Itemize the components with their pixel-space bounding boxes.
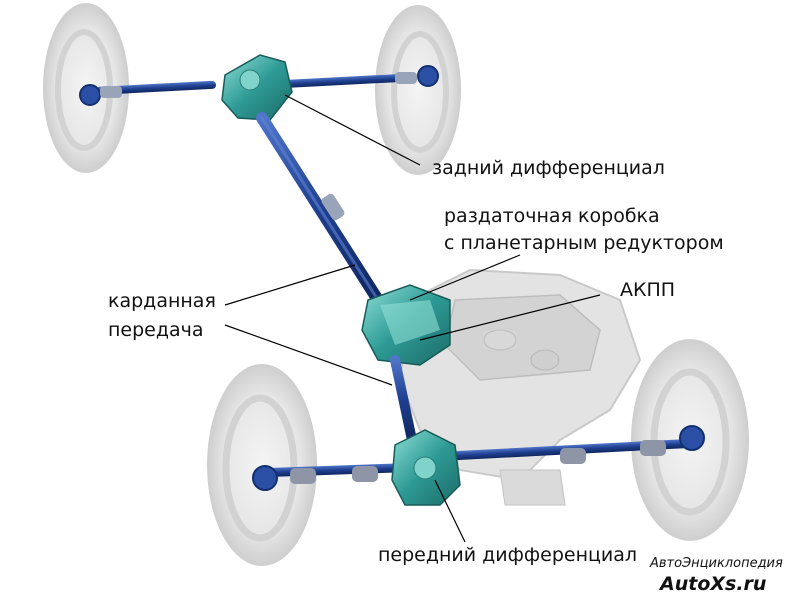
front-differential bbox=[391, 429, 461, 506]
leader-transfer-case bbox=[409, 254, 521, 301]
leader-transmission bbox=[419, 294, 601, 341]
rear-axle bbox=[79, 65, 439, 106]
front-axle bbox=[252, 425, 705, 491]
label-transfer-case-line2: с планетарным редуктором bbox=[444, 232, 724, 254]
leader-rear-diff bbox=[284, 94, 421, 166]
transfer-case bbox=[361, 284, 451, 366]
label-transmission: АКПП bbox=[620, 279, 676, 301]
rear-right-wheel bbox=[375, 5, 461, 175]
watermark-line1: АвтоЭнциклопедия bbox=[650, 556, 783, 571]
rear-differential bbox=[221, 54, 293, 121]
engine-block bbox=[398, 268, 642, 506]
watermark-line2: AutoXs.ru bbox=[660, 573, 767, 595]
label-rear-differential: задний дифференциал bbox=[432, 157, 665, 179]
label-front-differential: передний дифференциал bbox=[378, 544, 638, 566]
front-left-wheel bbox=[207, 364, 317, 566]
label-driveshaft-line2: передача bbox=[108, 319, 204, 341]
label-transfer-case-line1: раздаточная коробка bbox=[444, 205, 660, 227]
leader-front-diff bbox=[434, 479, 466, 543]
leader-driveshaft-lower bbox=[224, 324, 393, 386]
leader-lines bbox=[224, 94, 601, 543]
leader-driveshaft-upper bbox=[224, 264, 356, 306]
label-driveshaft-line1: карданная bbox=[108, 290, 216, 312]
front-driveshaft bbox=[390, 355, 417, 445]
driveshaft bbox=[256, 112, 384, 306]
